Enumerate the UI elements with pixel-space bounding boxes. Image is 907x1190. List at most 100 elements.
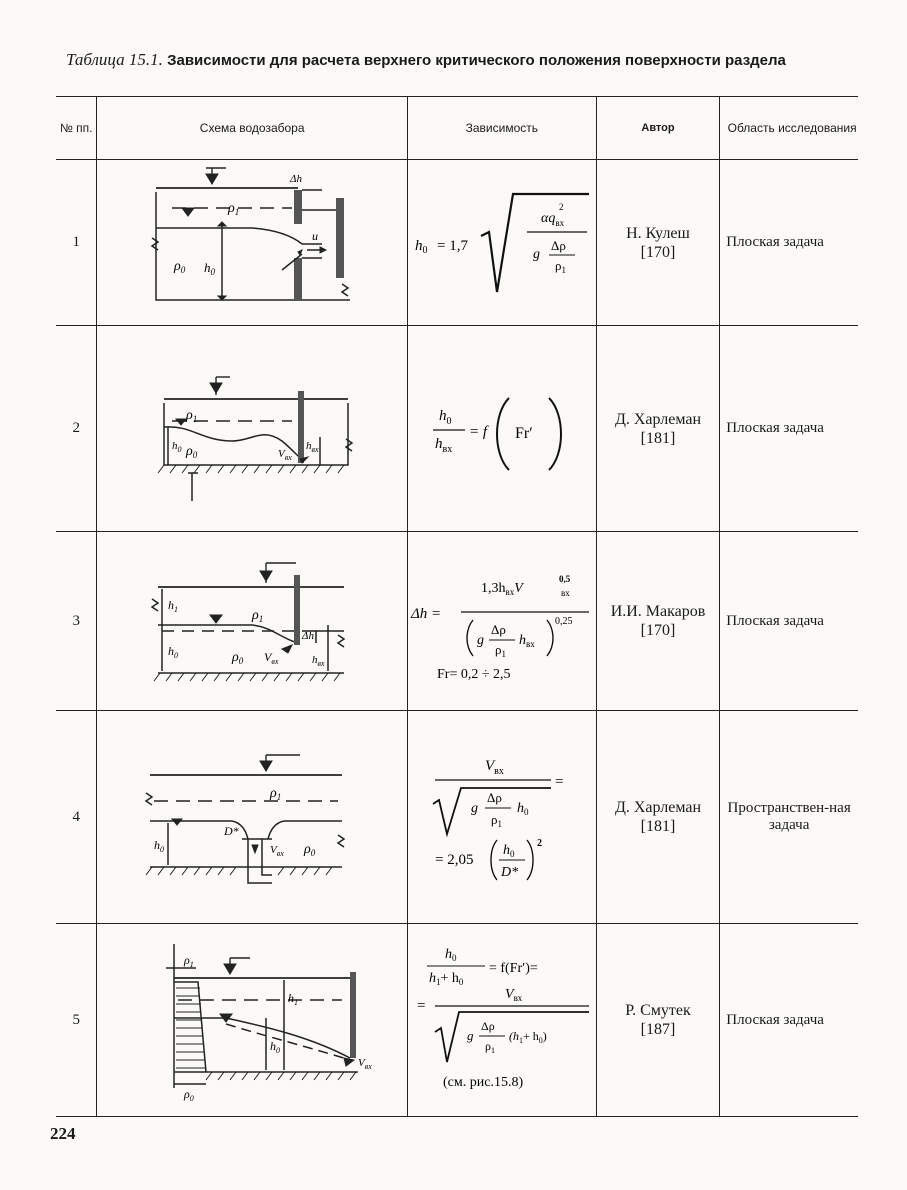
formula-rhs: = 2,05 [435, 852, 473, 868]
formula-fr-range: Fr= 0,2 ÷ 2,5 [437, 667, 511, 682]
header-author: Автор [595, 96, 721, 160]
label-rho0: ρ0 [185, 444, 198, 460]
formula-numerator: h0 [445, 947, 457, 963]
row-number: 4 [56, 710, 98, 924]
label-rho1: ρ1 [183, 953, 194, 969]
scheme-cell: h1 ρ1 ρ0 h0 Δh hвх Vвх [96, 531, 408, 711]
label-h1: h1 [168, 598, 178, 614]
area-cell: Плоская задача [719, 325, 858, 532]
scheme-cell: ρ1 ρ0 h1 h0 Vвх [96, 923, 408, 1117]
intake-scheme-4: ρ1 ρ0 h0 D* Vвх [144, 753, 346, 884]
formula-numerator-2: Vвх [505, 987, 523, 1003]
label-hvx: hвх [306, 440, 319, 454]
dependency-table: № пп. Схема водозабора Зависимость Автор… [56, 96, 858, 1117]
label-h0: h0 [270, 1039, 280, 1055]
label-dh: Δh [301, 630, 314, 642]
label-hvx: hвх [312, 654, 325, 668]
table-row: 1 [56, 159, 858, 326]
formula-cell: h0 hвх = f Fr′ [406, 325, 597, 532]
formula-2: h0 hвх = f Fr′ [432, 396, 562, 471]
formula-den-drho: Δρ [487, 790, 502, 805]
formula-cell: h0 = 1,7 αqвх 2 g Δρ ρ1 [406, 159, 597, 326]
formula-den-h: h0 [517, 801, 529, 817]
label-v: Vвх [270, 844, 284, 858]
page-number: 224 [50, 1124, 76, 1143]
table-row: 4 [56, 710, 858, 924]
formula-denominator: h1+ h0 [429, 971, 464, 987]
formula-see-figure: (см. рис.15.8) [443, 1075, 523, 1090]
label-v: Vвх [358, 1057, 372, 1071]
row-number: 3 [56, 531, 98, 711]
formula-cell: Vвх = g Δρ ρ1 h0 = 2,05 h0 D* 2 [406, 710, 597, 924]
author-name: Р. Смутек [625, 1002, 691, 1019]
area-cell: Плоская задача [719, 531, 858, 711]
formula-den-drho: Δρ [551, 238, 566, 253]
formula-den-pow: 0,25 [555, 616, 573, 627]
formula-num-vsub: вх [561, 588, 570, 598]
formula-den-h: hвх [519, 633, 535, 649]
table-row: 2 [56, 325, 858, 532]
label-h0: h0 [154, 838, 164, 854]
header-num: № пп. [56, 96, 98, 160]
formula-den-tail: (h1+ h0) [509, 1029, 547, 1045]
formula-arg: Fr′ [515, 425, 533, 442]
author-ref: [181] [640, 818, 676, 835]
author-name: И.И. Макаров [610, 603, 706, 620]
header-row: № пп. Схема водозабора Зависимость Автор… [56, 96, 858, 160]
label-h1: h1 [288, 991, 298, 1007]
caption-title: Зависимости для расчета верхнего критиче… [167, 52, 786, 69]
formula-denominator: hвх [435, 436, 452, 455]
formula-numerator: Vвх [485, 758, 504, 777]
label-h0: h0 [168, 644, 178, 660]
author-ref: [187] [640, 1021, 676, 1038]
label-d: D* [223, 824, 239, 838]
label-v: Vвх [264, 650, 279, 666]
formula-eq: = [555, 774, 563, 790]
formula-eq: = f(Fr′)= [489, 961, 538, 976]
formula-den-rho: ρ1 [495, 642, 506, 659]
label-rho1: ρ1 [251, 608, 263, 624]
formula-5: h0 h1+ h0 = f(Fr′)= = Vвх g Δρ ρ1 (h1+ h… [417, 947, 589, 1090]
label-rho0: ρ0 [303, 842, 316, 858]
label-rho1: ρ1 [227, 201, 239, 217]
formula-4: Vвх = g Δρ ρ1 h0 = 2,05 h0 D* 2 [432, 758, 563, 881]
formula-eq: = f [469, 424, 489, 440]
area-cell: Плоская задача [719, 923, 858, 1117]
formula-coef: = 1,7 [437, 238, 468, 254]
formula-den-g: g [471, 801, 478, 816]
label-h0: h0 [204, 260, 216, 277]
header-scheme: Схема водозабора [96, 96, 408, 160]
scheme-cell: Δh ρ1 ρ0 h0 u [96, 159, 408, 326]
formula-den-rho: ρ1 [485, 1039, 495, 1055]
row-number: 1 [56, 159, 98, 326]
formula-3: Δh = 1,3hвхV 0,5 вх g Δρ ρ1 hвх 0,25 Fr=… [410, 574, 589, 682]
formula-den-rho: ρ1 [491, 812, 502, 829]
label-rho0: ρ0 [231, 650, 244, 666]
intake-scheme-1: Δh ρ1 ρ0 h0 u [150, 167, 351, 301]
label-rho0: ρ0 [173, 259, 186, 275]
label-dh: Δh [289, 173, 302, 185]
row-number: 5 [56, 923, 98, 1117]
area-cell: Пространствен-ная задача [719, 710, 858, 924]
author-ref: [181] [640, 429, 676, 447]
formula-cell: Δh = 1,3hвхV 0,5 вх g Δρ ρ1 hвх 0,25 Fr=… [406, 531, 597, 711]
intake-scheme-2: ρ1 ρ0 h0 hвх Vвх [157, 376, 354, 501]
row-number: 2 [56, 325, 98, 532]
formula-den-rho: ρ1 [555, 258, 566, 275]
formula-frac-num: h0 [503, 843, 515, 859]
label-v: Vвх [278, 448, 292, 462]
label-rho0: ρ0 [183, 1087, 194, 1103]
label-rho1: ρ1 [269, 786, 281, 802]
scheme-cell: ρ1 ρ0 h0 hвх Vвх [96, 325, 408, 532]
formula-num-sup: 2 [559, 202, 564, 212]
header-area: Область исследования [719, 96, 858, 160]
label-rho1: ρ1 [185, 408, 197, 424]
label-h0: h0 [172, 440, 182, 454]
author-name: Д. Харлеман [614, 410, 702, 428]
author-cell: Р. Смутек [187] [595, 923, 721, 1117]
author-cell: Д. Харлеман [181] [595, 325, 721, 532]
formula-lhs: h0 [415, 238, 428, 256]
formula-num-sup: 0,5 [559, 574, 571, 584]
formula-den-drho: Δρ [491, 622, 506, 637]
table-row: 3 [56, 531, 858, 711]
